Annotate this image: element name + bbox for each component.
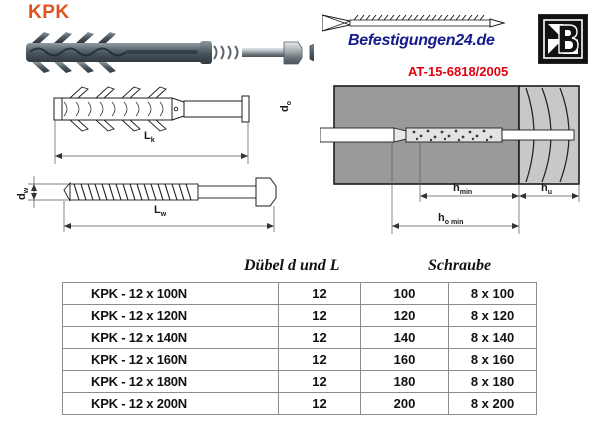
- installation-diagram: do hmin hu ho min: [279, 84, 595, 242]
- screw-length-label: Lw: [154, 204, 167, 219]
- cell-product-name: KPK - 12 x 100N: [62, 282, 279, 305]
- hole-diameter-label: do: [279, 100, 294, 112]
- screw-diameter-label: dw: [16, 187, 31, 200]
- cell-product-name: KPK - 12 x 140N: [62, 326, 279, 349]
- cell-diameter: 12: [278, 370, 361, 393]
- cell-diameter: 12: [278, 282, 361, 305]
- screw-technical-drawing: dw Lw: [8, 168, 308, 240]
- cell-screw: 8 x 120: [448, 304, 537, 327]
- product-photo: [14, 30, 331, 78]
- cell-product-name: KPK - 12 x 200N: [62, 392, 279, 415]
- cell-length: 100: [360, 282, 449, 305]
- cell-screw: 8 x 140: [448, 326, 537, 349]
- cell-diameter: 12: [278, 326, 361, 349]
- header-duebel: Dübel d und L: [244, 257, 340, 274]
- brand-name: Befestigungen24.de: [348, 32, 495, 49]
- approval-code: AT-15-6818/2005: [408, 64, 509, 79]
- brand-block: Befestigungen24.de: [321, 8, 532, 64]
- cell-product-name: KPK - 12 x 180N: [62, 370, 279, 393]
- company-logo: [538, 14, 588, 64]
- cell-screw: 8 x 100: [448, 282, 537, 305]
- anchorage-depth-label: hmin: [453, 182, 473, 197]
- cell-diameter: 12: [278, 348, 361, 371]
- header-schraube: Schraube: [428, 257, 492, 274]
- page-title: KPK: [28, 2, 70, 23]
- table-header-row: Dübel d und L Schraube: [62, 256, 536, 282]
- cell-product-name: KPK - 12 x 120N: [62, 304, 279, 327]
- decorative-screw-icon: [321, 12, 522, 34]
- total-depth-label: ho min: [438, 212, 464, 227]
- cell-diameter: 12: [278, 392, 361, 415]
- cell-screw: 8 x 180: [448, 370, 537, 393]
- cell-length: 120: [360, 304, 449, 327]
- cell-product-name: KPK - 12 x 160N: [62, 348, 279, 371]
- cell-length: 140: [360, 326, 449, 349]
- cell-screw: 8 x 200: [448, 392, 537, 415]
- anchor-technical-drawing: Lk: [8, 84, 308, 172]
- substrate-thickness-label: hu: [541, 182, 553, 197]
- cell-length: 200: [360, 392, 449, 415]
- cell-length: 160: [360, 348, 449, 371]
- anchor-length-label: Lk: [144, 130, 155, 145]
- cell-diameter: 12: [278, 304, 361, 327]
- cell-length: 180: [360, 370, 449, 393]
- cell-screw: 8 x 160: [448, 348, 537, 371]
